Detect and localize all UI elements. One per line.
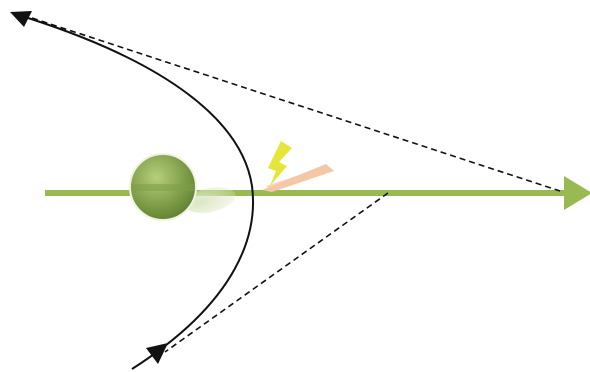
- axis-arrowhead-icon: [564, 176, 590, 210]
- sphere-band: [131, 184, 195, 191]
- trajectory-curve: [27, 17, 254, 370]
- dashed-line-lower: [164, 192, 389, 353]
- trajectory-arrowhead-start-icon: [10, 11, 32, 27]
- lightning-icon: [268, 141, 292, 186]
- sphere-halo: [184, 187, 236, 213]
- ray-icon-inner: [266, 174, 306, 189]
- trajectory-arrowhead-end-icon: [146, 343, 168, 364]
- dashed-line-upper: [31, 17, 561, 192]
